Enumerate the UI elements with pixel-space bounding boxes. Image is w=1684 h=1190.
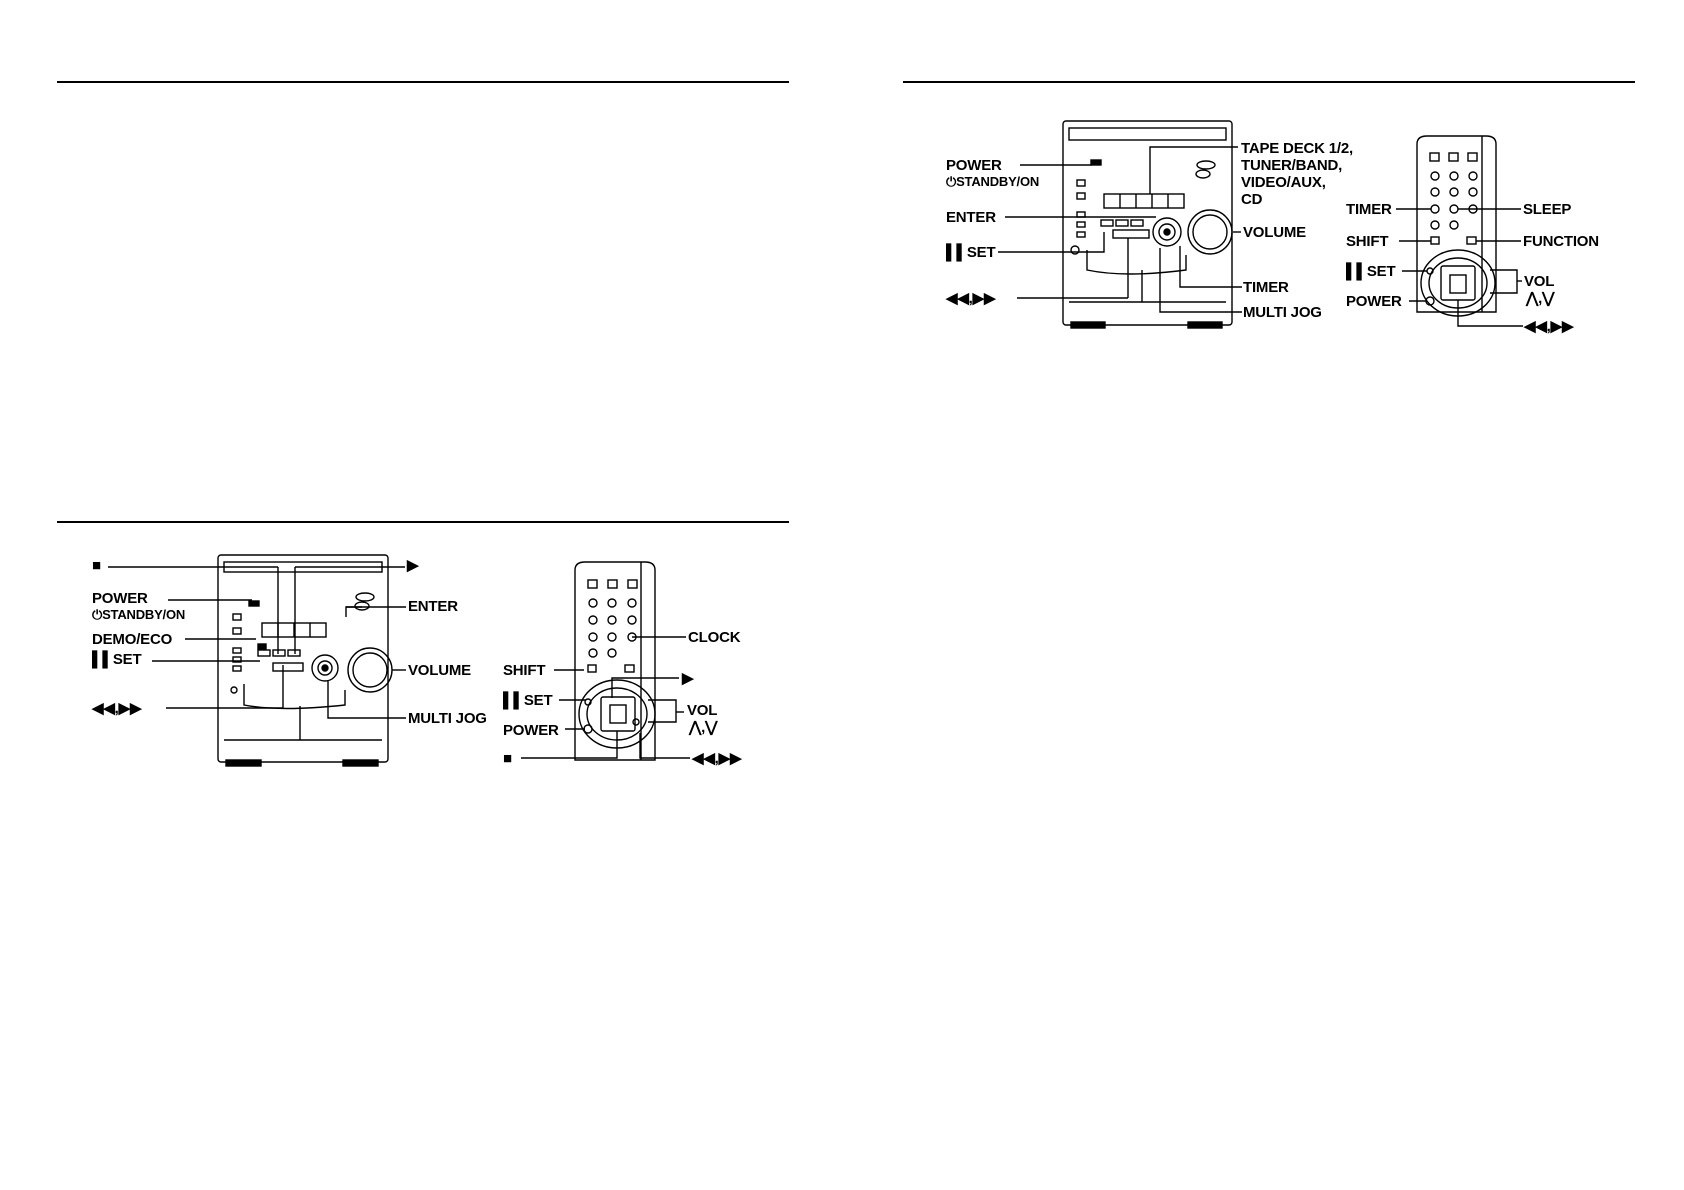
volume-label: VOLUME <box>408 662 471 679</box>
remote-power-label: POWER <box>503 722 559 739</box>
tr-volume-label: VOLUME <box>1243 224 1306 241</box>
remote-drawing-right <box>1416 135 1497 317</box>
remote-drawing-left <box>574 561 656 761</box>
tr-vol-arrows-label: ⋀,⋁ <box>1526 290 1555 307</box>
tr-multi-jog-label: MULTI JOG <box>1243 304 1322 321</box>
tr-skip-label: ◀◀,▶▶ <box>946 290 996 307</box>
tr-power-label: POWER <box>946 157 1002 174</box>
tr-remote-power-label: POWER <box>1346 293 1402 310</box>
top-right-rule <box>903 81 1635 83</box>
play-label: ▶ <box>407 557 419 574</box>
standby-on-label: ⏻STANDBY/ON <box>92 607 186 622</box>
remote-skip-label: ◀◀,▶▶ <box>692 750 742 767</box>
tr-remote-skip-label: ◀◀,▶▶ <box>1524 318 1574 335</box>
vol-label: VOL <box>687 702 718 719</box>
skip-label: ◀◀,▶▶ <box>92 700 142 717</box>
tr-enter-label: ENTER <box>946 209 996 226</box>
cd-label: CD <box>1241 191 1263 208</box>
sleep-label: SLEEP <box>1523 201 1572 218</box>
tr-set-label: ▌▌SET <box>946 244 996 261</box>
remote-play-label: ▶ <box>682 670 694 687</box>
tape-deck-label: TAPE DECK 1/2, <box>1241 140 1353 157</box>
demo-eco-label: DEMO/ECO <box>92 631 173 648</box>
remote-set-label: ▌▌SET <box>503 692 553 709</box>
top-left-rule <box>57 81 789 83</box>
enter-label: ENTER <box>408 598 458 615</box>
tr-vol-label: VOL <box>1524 273 1555 290</box>
tr-timer-label: TIMER <box>1243 279 1289 296</box>
set-label: ▌▌SET <box>92 651 142 668</box>
function-label: FUNCTION <box>1523 233 1599 250</box>
video-aux-label: VIDEO/AUX, <box>1241 174 1326 191</box>
stop-label: ■ <box>92 557 101 574</box>
vol-arrows-label: ⋀,⋁ <box>689 719 718 736</box>
tr-standby-on-label: ⏻STANDBY/ON <box>946 174 1040 189</box>
tr-remote-timer-label: TIMER <box>1346 201 1392 218</box>
clock-label: CLOCK <box>688 629 741 646</box>
middle-left-rule <box>57 521 789 523</box>
multi-jog-label: MULTI JOG <box>408 710 487 727</box>
shift-label: SHIFT <box>503 662 546 679</box>
power-label: POWER <box>92 590 148 607</box>
tr-shift-label: SHIFT <box>1346 233 1389 250</box>
remote-stop-label: ■ <box>503 750 512 767</box>
main-unit-drawing-right <box>1062 120 1233 329</box>
tuner-band-label: TUNER/BAND, <box>1241 157 1343 174</box>
tr-remote-set-label: ▌▌SET <box>1346 263 1396 280</box>
